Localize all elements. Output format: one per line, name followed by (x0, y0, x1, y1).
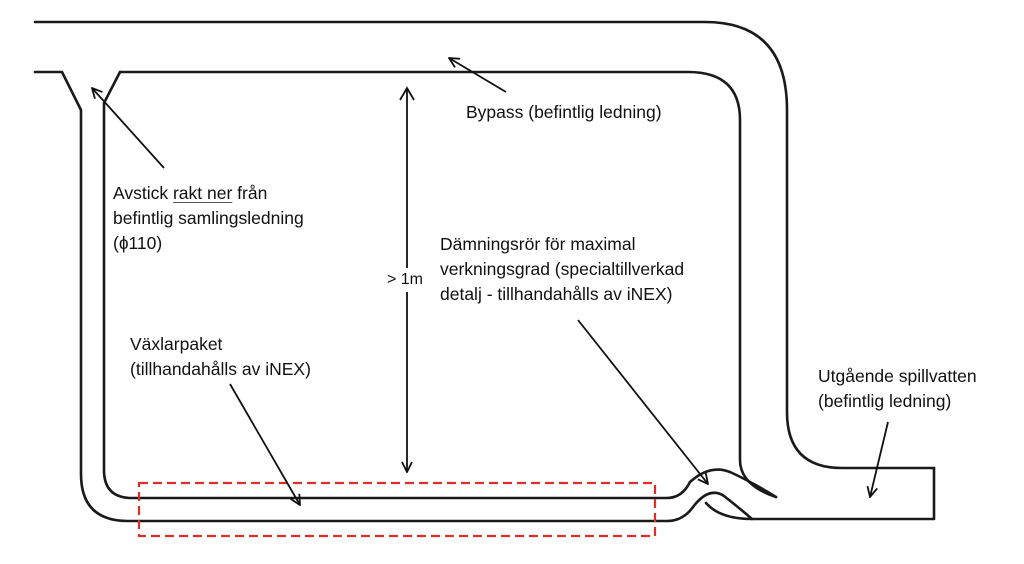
vaxlarpaket-line-2: (tillhandahålls av iNEX) (130, 359, 311, 379)
avstick-line-1: Avstick rakt ner från (113, 183, 268, 203)
avstick-line-2: befintlig samlingsledning (113, 208, 304, 228)
bypass-pipe-outer-wall (33, 20, 936, 470)
dimension-arrow-top-head (399, 86, 415, 101)
utgaende-line-1: Utgående spillvatten (818, 366, 977, 386)
utgaende-line-2: (befintlig ledning) (818, 391, 952, 411)
bypass-pipe-inner-wall (118, 70, 778, 499)
avstick-line-3: (ɸ110) (113, 233, 163, 253)
collector-pipe-inner-wall (102, 70, 692, 500)
bypass-label: Bypass (befintlig ledning) (466, 102, 662, 122)
collector-pipe-outer-wall (33, 70, 695, 523)
damning-line-1: Dämningsrör för maximal (440, 234, 636, 254)
vaxlarpaket-highlight-box (137, 481, 657, 538)
damning-arrow (577, 319, 708, 484)
bypass-arrow (449, 58, 507, 93)
damning-pipe-bump-lower (691, 491, 754, 521)
utgaende-label: Utgående spillvatten (befintlig ledning) (818, 364, 977, 414)
damning-line-2: verkningsgrad (specialtillverkad (440, 259, 685, 279)
vaxlarpaket-arrow (229, 383, 300, 505)
avstick-arrow (92, 88, 165, 169)
utgaende-arrow (870, 421, 889, 497)
damning-label: Dämningsrör för maximal verkningsgrad (s… (440, 232, 684, 307)
dimension-label: > 1m (376, 268, 434, 292)
avstick-label: Avstick rakt ner från befintlig samlings… (113, 181, 304, 256)
damning-line-3: detalj - tillhandahålls av iNEX) (440, 284, 673, 304)
vaxlarpaket-line-1: Växlarpaket (130, 334, 223, 354)
vaxlarpaket-label: Växlarpaket (tillhandahålls av iNEX) (130, 332, 311, 382)
